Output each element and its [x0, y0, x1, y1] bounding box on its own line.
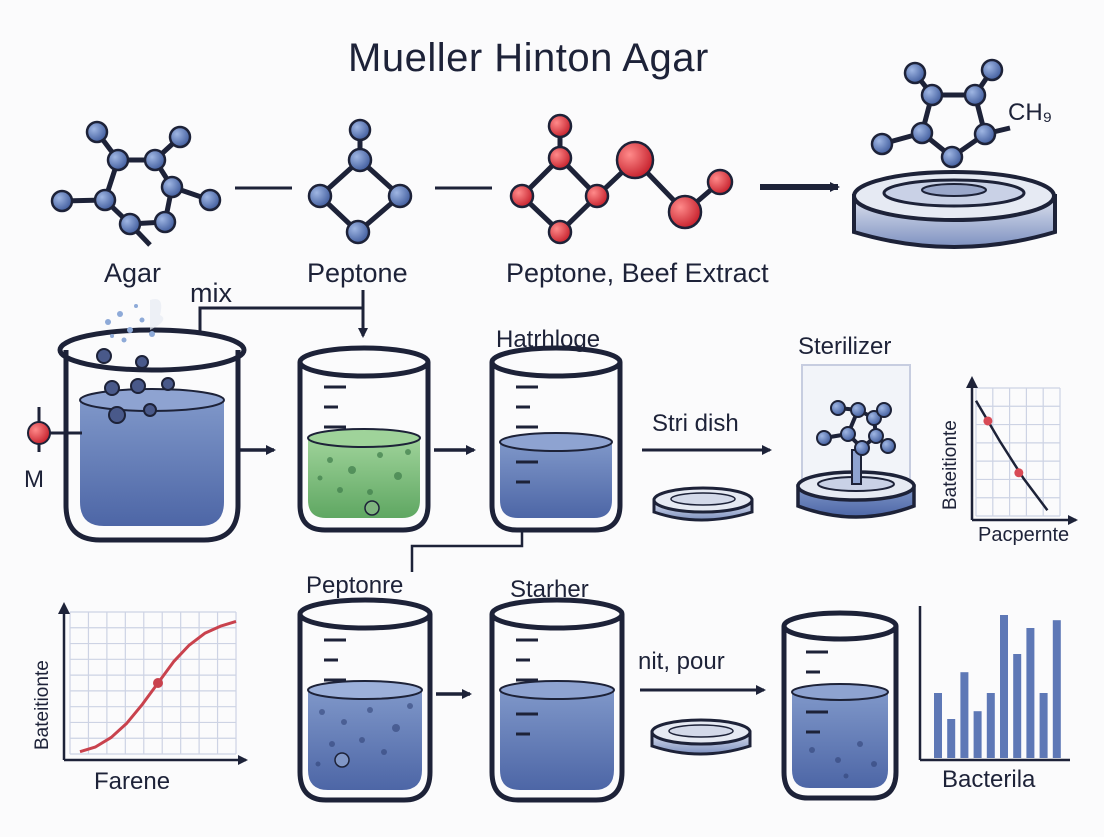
chart1-point	[983, 416, 993, 426]
label-mix: mix	[190, 278, 232, 308]
chart1-xlabel: Pacpernte	[978, 524, 1070, 546]
stri-dish	[652, 486, 754, 522]
label-peptonre: Peptonre	[306, 572, 404, 599]
chart3-bar	[1000, 615, 1008, 758]
chart3-bar	[1052, 620, 1061, 758]
chart1-ylabel: Bateitionte	[940, 420, 961, 510]
label-sterilizer: Sterilizer	[798, 333, 892, 360]
beaker-1	[57, 299, 247, 543]
label-agar: Agar	[104, 258, 162, 288]
pour-dish	[650, 718, 752, 756]
label-ch: CH₉	[1008, 99, 1053, 126]
agar-molecule-atoms	[50, 120, 222, 236]
page-title: Mueller Hinton Agar	[348, 36, 709, 80]
beaker-5	[489, 597, 625, 803]
chart3-bar	[1013, 654, 1022, 758]
mix-connector	[198, 306, 365, 335]
chart2-xlabel: Farene	[94, 768, 171, 795]
chart-growth	[58, 602, 248, 765]
peptone-molecule	[307, 118, 413, 245]
chart3-bar	[934, 693, 942, 758]
m-marker	[27, 407, 82, 452]
beaker-4	[297, 597, 433, 803]
label-peptone: Peptone	[307, 258, 408, 288]
chart3-bar	[1039, 693, 1048, 758]
down-connector	[410, 528, 524, 572]
chart-bacteria-bars	[918, 606, 1070, 762]
beaker-6	[781, 610, 899, 801]
label-hatrhloge: Hatrhloge	[496, 326, 601, 353]
chart3-bar	[960, 672, 969, 758]
chart3-xlabel: Bacterila	[942, 766, 1036, 793]
chart3-bar	[973, 711, 982, 758]
chart3-bar	[947, 719, 956, 758]
label-stri-dish: Stri dish	[652, 410, 739, 437]
label-starher: Starher	[510, 576, 589, 603]
chart2-point	[153, 678, 163, 688]
ch-molecule	[870, 58, 1011, 169]
chart3-bar	[986, 693, 995, 758]
label-m: M	[24, 466, 44, 493]
sterilizer-device	[796, 364, 916, 519]
beaker-3	[489, 345, 623, 533]
label-nit-pour: nit, pour	[638, 648, 725, 675]
chart1-point	[1014, 468, 1024, 478]
chart2-ylabel: Bateitionte	[32, 660, 53, 750]
top-right-dish	[852, 170, 1057, 249]
beaker-2	[297, 345, 431, 533]
peptone-beef-molecule	[509, 113, 734, 245]
chart3-bar	[1026, 628, 1035, 758]
label-peptone-beef: Peptone, Beef Extract	[506, 258, 769, 288]
chart-decline	[966, 376, 1078, 525]
